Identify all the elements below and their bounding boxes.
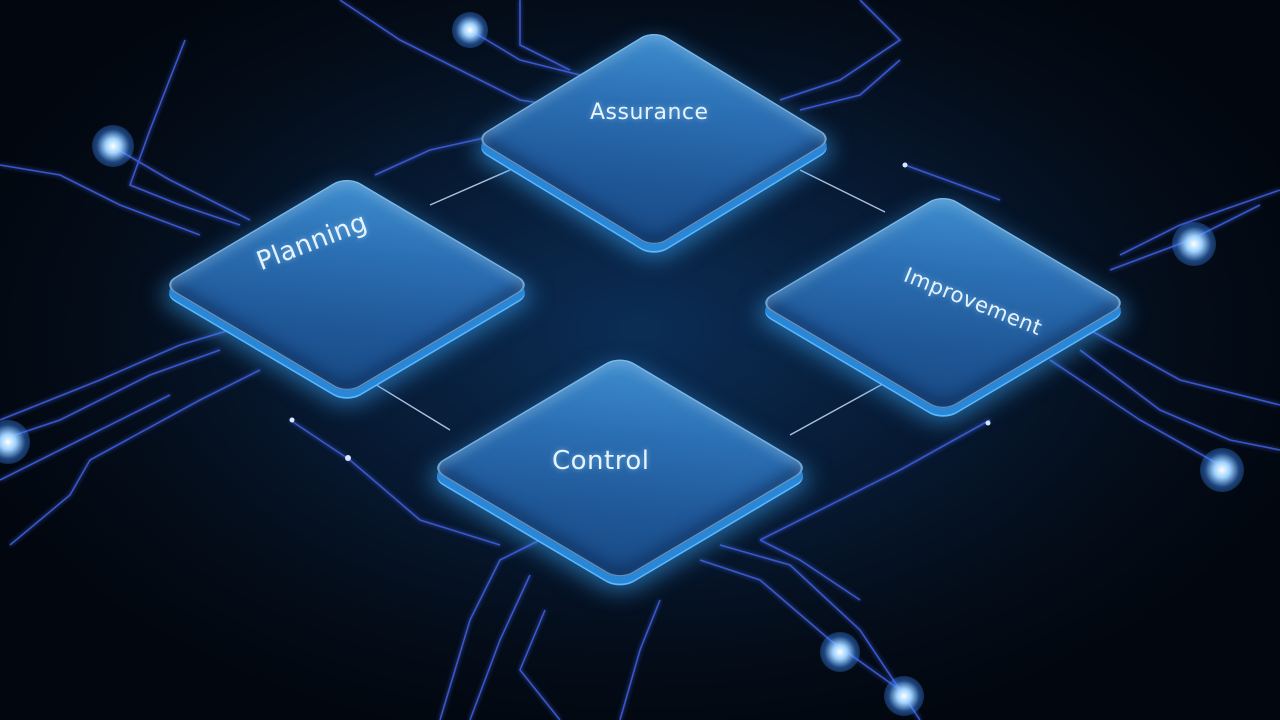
tile-control-label: Control <box>552 446 650 476</box>
circuit-trace <box>469 574 531 720</box>
tile-assurance-label: Assurance <box>590 100 709 125</box>
node-dot <box>902 162 908 168</box>
node-dot <box>345 455 351 461</box>
glow-point <box>452 12 488 48</box>
circuit-trace <box>0 329 231 421</box>
circuit-trace <box>799 59 901 111</box>
circuit-trace <box>0 164 201 236</box>
circuit-trace <box>1049 359 1221 466</box>
glow-point <box>1172 222 1216 266</box>
circuit-trace <box>779 0 902 101</box>
node-dot <box>289 417 295 423</box>
node-dot <box>985 420 991 426</box>
circuit-trace <box>519 0 571 71</box>
circuit-trace <box>9 369 261 546</box>
circuit-trace <box>904 164 1001 201</box>
circuit-trace <box>519 609 561 720</box>
connector-assurance-improvement <box>799 169 886 213</box>
circuit-trace <box>289 419 501 546</box>
glow-point <box>884 676 924 716</box>
circuit-trace <box>1089 329 1280 406</box>
circuit-trace <box>719 544 921 720</box>
circuit-trace <box>469 29 601 81</box>
connector-planning-assurance <box>429 169 511 206</box>
circuit-trace <box>759 419 991 541</box>
circuit-trace <box>1079 349 1280 451</box>
circuit-trace <box>619 599 661 720</box>
circuit-trace <box>439 539 541 720</box>
glow-point <box>1200 448 1244 492</box>
connector-control-improvement <box>789 379 891 436</box>
glow-point <box>92 125 134 167</box>
circuit-trace <box>0 349 221 441</box>
circuit-trace <box>1119 189 1280 256</box>
circuit-trace <box>128 39 241 226</box>
glow-point <box>820 632 860 672</box>
circuit-trace <box>759 539 861 601</box>
circuit-trace <box>699 559 901 691</box>
connector-planning-control <box>364 377 451 431</box>
circuit-trace <box>0 394 171 481</box>
